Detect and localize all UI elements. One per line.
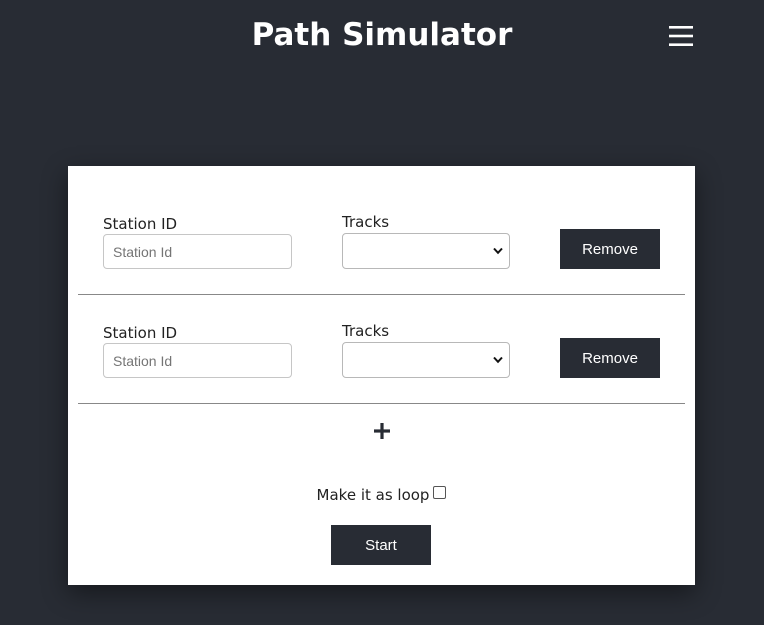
page-title: Path Simulator bbox=[251, 17, 513, 53]
loop-checkbox[interactable] bbox=[433, 486, 447, 499]
station-row: Station ID Tracks Remove bbox=[78, 166, 685, 295]
add-station-button[interactable] bbox=[369, 418, 395, 444]
plus-icon bbox=[374, 423, 390, 439]
station-id-input[interactable] bbox=[103, 343, 292, 378]
station-id-input[interactable] bbox=[103, 234, 292, 269]
station-id-label: Station ID bbox=[103, 215, 178, 233]
tracks-select[interactable] bbox=[342, 342, 510, 378]
tracks-label: Tracks bbox=[342, 213, 390, 231]
station-id-label: Station ID bbox=[103, 324, 178, 342]
tracks-select[interactable] bbox=[342, 233, 510, 269]
tracks-label: Tracks bbox=[342, 322, 390, 340]
loop-option: Make it as loop bbox=[68, 484, 695, 506]
chevron-down-icon bbox=[493, 247, 503, 255]
remove-station-button[interactable]: Remove bbox=[560, 229, 660, 269]
menu-button[interactable] bbox=[664, 18, 698, 54]
path-form-card: Station ID Tracks Remove Station ID Trac… bbox=[68, 166, 695, 585]
start-button[interactable]: Start bbox=[331, 525, 431, 565]
hamburger-menu-icon bbox=[669, 26, 693, 46]
remove-station-button[interactable]: Remove bbox=[560, 338, 660, 378]
loop-label: Make it as loop bbox=[316, 486, 430, 504]
chevron-down-icon bbox=[493, 356, 503, 364]
station-row: Station ID Tracks Remove bbox=[78, 295, 685, 404]
